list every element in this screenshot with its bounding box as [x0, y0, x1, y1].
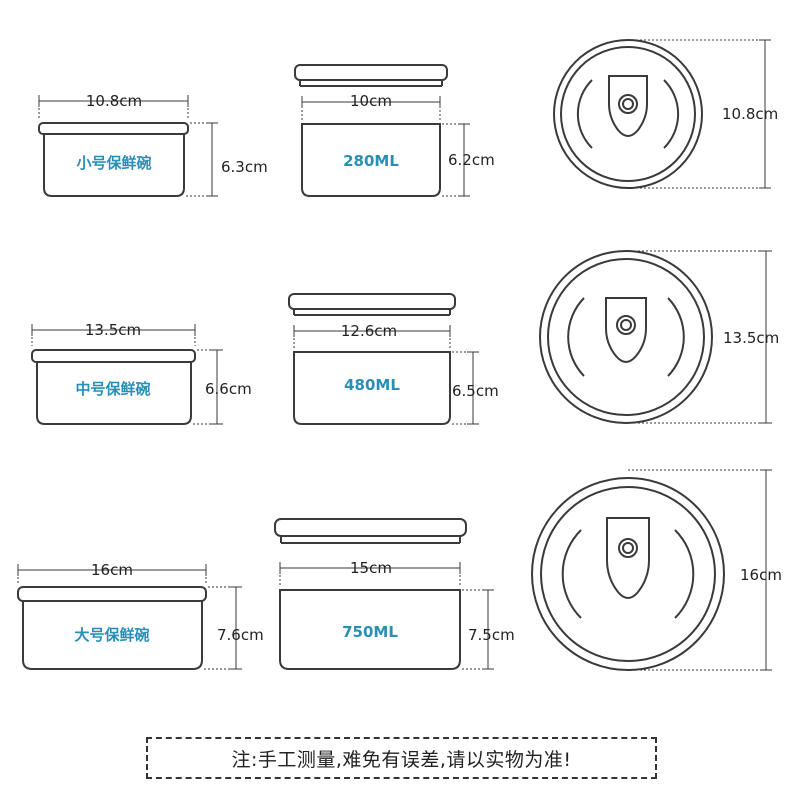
medium-container-width-label: 12.6cm: [341, 322, 397, 340]
medium-container-body: [293, 351, 451, 425]
small-container-capacity-label: 280ML: [343, 152, 399, 170]
large-bowl-side-view: [17, 586, 207, 670]
small-bowl-width-dimension: [38, 95, 189, 118]
small-container-body: [301, 123, 441, 197]
medium-bowl-width-label: 13.5cm: [85, 321, 141, 339]
large-container-height-dimension: [462, 589, 494, 670]
small-lid-diameter-label: 10.8cm: [722, 105, 778, 123]
large-lid-diameter-label: 16cm: [740, 566, 782, 584]
small-bowl-name-label: 小号保鲜碗: [76, 154, 151, 172]
large-container-lid: [274, 518, 467, 544]
medium-container-width-dimension: [293, 325, 451, 348]
medium-container-lid: [288, 293, 456, 316]
medium-bowl-name-label: 中号保鲜碗: [75, 380, 150, 398]
medium-container-height-label: 6.5cm: [452, 382, 499, 400]
large-bowl-name-label: 大号保鲜碗: [74, 626, 149, 644]
large-container-capacity-label: 750ML: [342, 623, 398, 641]
large-container-height-label: 7.5cm: [468, 626, 515, 644]
large-bowl-height-label: 7.6cm: [217, 626, 264, 644]
large-bowl-height-dimension: [204, 586, 242, 670]
large-bowl-width-dimension: [17, 564, 207, 584]
large-container-width-label: 15cm: [350, 559, 392, 577]
medium-container-capacity-label: 480ML: [344, 376, 400, 394]
large-lid-diameter-dimension: [628, 469, 772, 671]
measurement-disclaimer-note: 注:手工测量,难免有误差,请以实物为准!: [146, 737, 657, 779]
large-lid-top-view: [531, 477, 725, 671]
medium-bowl-side-view: [31, 349, 196, 425]
small-lid-diameter-dimension: [628, 39, 771, 189]
small-container-width-dimension: [301, 96, 441, 120]
large-bowl-width-label: 16cm: [91, 561, 133, 579]
medium-bowl-height-label: 6.6cm: [205, 380, 252, 398]
small-container-height-dimension: [442, 123, 470, 197]
large-container-width-dimension: [279, 562, 461, 586]
large-container-body: [279, 589, 461, 670]
medium-bowl-width-dimension: [31, 324, 196, 346]
medium-bowl-height-dimension: [193, 349, 223, 425]
small-bowl-side-view: [38, 122, 189, 197]
small-bowl-height-dimension: [186, 122, 218, 197]
small-bowl-width-label: 10.8cm: [86, 92, 142, 110]
small-lid-top-view: [553, 39, 703, 189]
medium-lid-top-view: [539, 250, 713, 424]
small-bowl-height-label: 6.3cm: [221, 158, 268, 176]
medium-lid-diameter-dimension: [626, 250, 772, 424]
small-container-width-label: 10cm: [350, 92, 392, 110]
medium-lid-diameter-label: 13.5cm: [723, 329, 779, 347]
small-container-lid: [294, 64, 448, 87]
medium-container-height-dimension: [452, 351, 479, 425]
small-container-height-label: 6.2cm: [448, 151, 495, 169]
